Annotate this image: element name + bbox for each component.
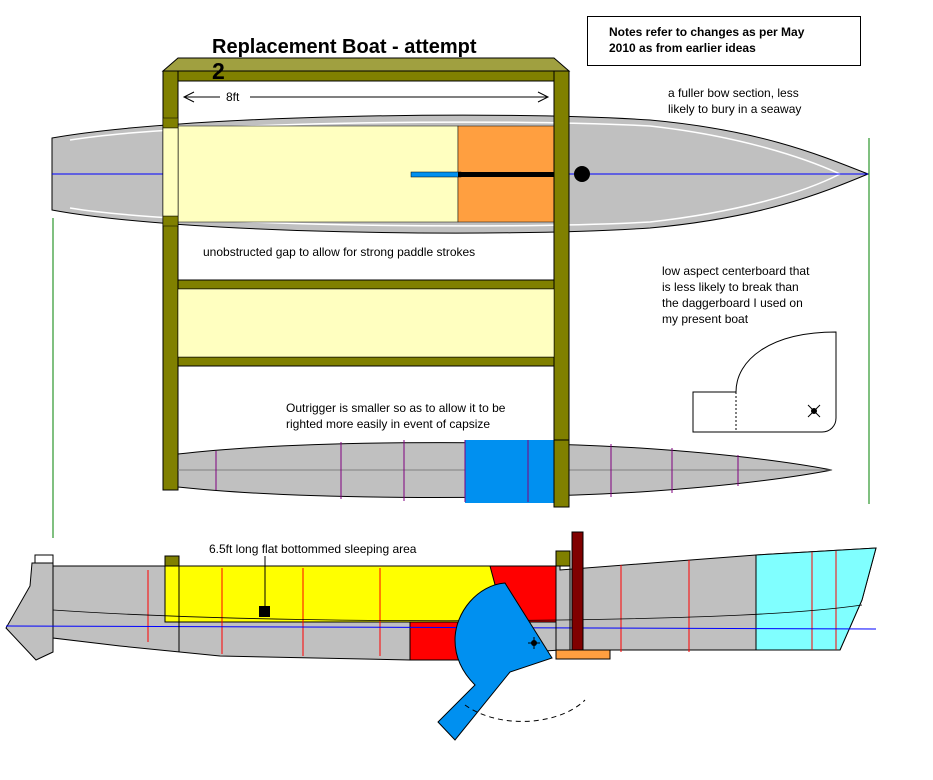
post-gap-left — [162, 127, 179, 217]
notes-text: Notes refer to changes as per May 2010 a… — [609, 25, 805, 55]
dimension-label: 8ft — [226, 90, 240, 104]
sleeping-area-note: 6.5ft long flat bottommed sleeping area — [209, 542, 417, 556]
centerboard-note: low aspect centerboard that is less like… — [662, 264, 810, 326]
notes-box: Notes refer to changes as per May 2010 a… — [587, 16, 861, 66]
centerboard-slot-black — [458, 172, 554, 177]
dimension-arrow — [182, 91, 550, 103]
centerboard-sketch — [692, 331, 837, 433]
post-joint-left-bottom — [162, 215, 179, 227]
side-elevation — [5, 531, 877, 741]
centerboard-slot-blue — [410, 171, 462, 178]
outrigger-plan — [177, 440, 833, 503]
bow-note: a fuller bow section, less likely to bur… — [668, 86, 802, 116]
gap-note: unobstructed gap to allow for strong pad… — [203, 245, 476, 259]
middle-deck — [177, 288, 555, 358]
title-number: 2 — [212, 58, 225, 84]
post-joint-left-top — [162, 117, 179, 129]
title-text: Replacement Boat - attempt — [212, 36, 477, 58]
outrigger-note: Outrigger is smaller so as to allow it t… — [286, 401, 506, 431]
post-over-outrigger — [553, 439, 570, 508]
page-title: Replacement Boat - attempt 2 — [212, 11, 477, 85]
mast-step — [574, 166, 590, 182]
